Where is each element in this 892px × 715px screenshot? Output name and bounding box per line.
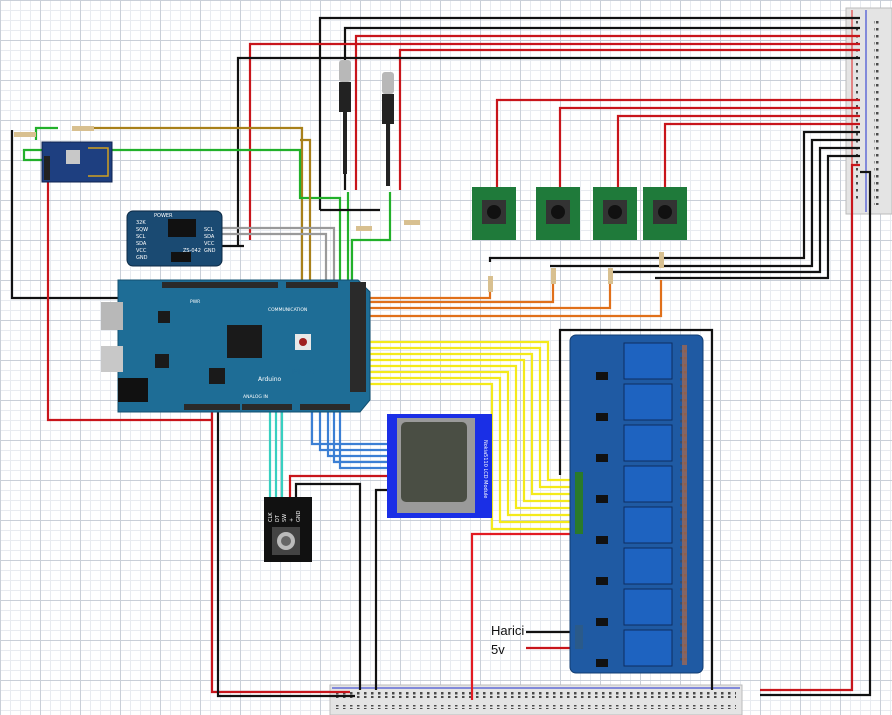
- resistor: [608, 268, 613, 284]
- resistor: [659, 252, 664, 268]
- encoder-pin-label: GND: [296, 510, 302, 522]
- rtc-pin-label: SCL: [204, 227, 214, 233]
- encoder-pin-label: DT: [275, 514, 281, 522]
- rtc-module: 32K SQW SCL SDA VCC GND SCL SDA VCC GND …: [126, 210, 223, 267]
- rtc-pin-label: GND: [136, 255, 148, 261]
- external-power-label: Harici: [491, 623, 525, 638]
- rtc-pin-label: SQW: [136, 227, 148, 233]
- push-button: [472, 187, 516, 240]
- arduino-brand: Arduino: [258, 376, 282, 383]
- rtc-pin-label: 32K: [136, 220, 146, 226]
- rtc-pin-label: SDA: [136, 241, 147, 247]
- lcd-label: Nokia5110 LCD Module: [482, 440, 488, 498]
- rtc-pin-label: SCL: [136, 234, 146, 240]
- resistor: [551, 268, 556, 284]
- esp8266-module: [14, 126, 113, 183]
- breadboard-bottom: [329, 684, 743, 715]
- rotary-encoder: CLK DT SW + GND: [264, 497, 312, 562]
- arduino-mega: Arduino MEGA COMMUNICATION ANALOG IN PWR: [101, 279, 371, 413]
- temperature-sensor: [382, 72, 394, 186]
- resistor: [488, 276, 493, 292]
- relay-module-8ch: [569, 334, 704, 674]
- arduino-analog-label: ANALOG IN: [243, 394, 268, 400]
- rtc-power-label: POWER: [154, 213, 173, 219]
- rtc-model-label: ZS-042: [183, 248, 201, 254]
- arduino-model: MEGA: [292, 368, 315, 376]
- encoder-pin-label: +: [289, 518, 295, 522]
- encoder-pin-label: CLK: [268, 512, 274, 522]
- rtc-pin-label: VCC: [204, 241, 215, 247]
- external-power-voltage: 5v: [491, 642, 505, 657]
- arduino-pwr-label: PWR: [190, 299, 200, 305]
- push-button: [643, 187, 687, 240]
- nokia5110-lcd: Nokia5110 LCD Module: [387, 414, 492, 518]
- rtc-pin-label: GND: [204, 248, 216, 254]
- encoder-pin-label: SW: [282, 514, 288, 522]
- push-button: [536, 187, 580, 240]
- push-button: [593, 187, 637, 240]
- rtc-pin-label: SDA: [204, 234, 215, 240]
- temperature-sensor: [339, 60, 351, 174]
- rtc-pin-label: VCC: [136, 248, 147, 254]
- resistor: [356, 226, 372, 231]
- resistor: [404, 220, 420, 225]
- arduino-comm-label: COMMUNICATION: [268, 307, 307, 313]
